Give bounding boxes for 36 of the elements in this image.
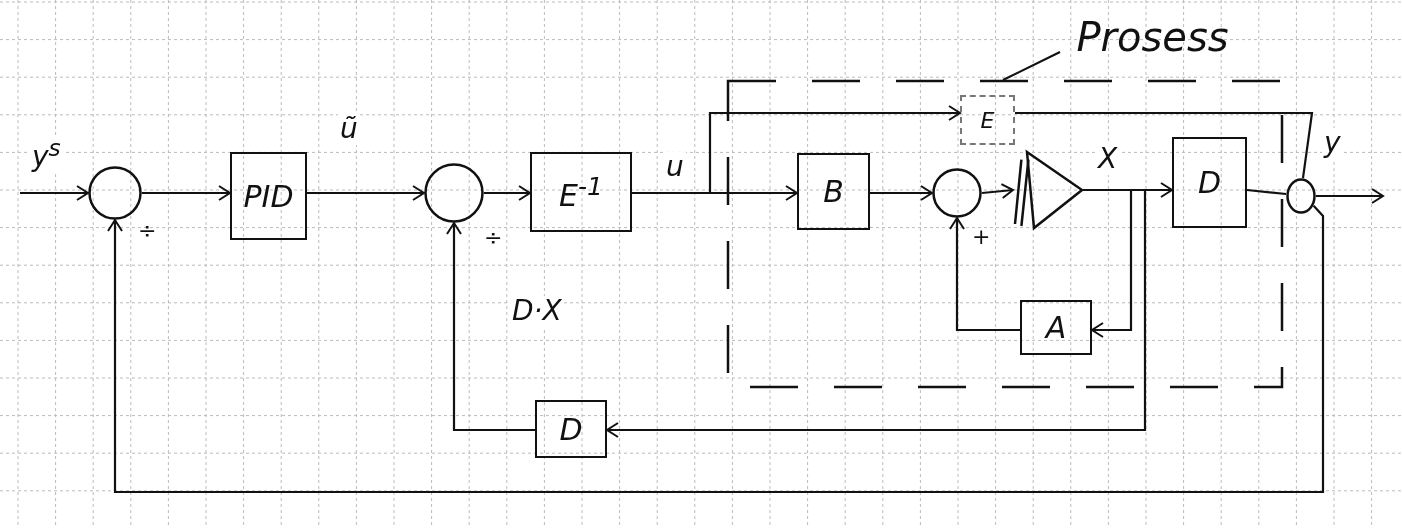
block	[230, 152, 307, 240]
arrow	[1316, 188, 1384, 204]
dashed-block	[960, 95, 1015, 145]
process-label: Prosess	[1076, 14, 1229, 60]
block	[535, 400, 607, 458]
sign-label: ÷	[484, 225, 503, 250]
block-label: B	[823, 174, 844, 209]
arrow	[981, 183, 1014, 200]
block-label: PID	[243, 178, 294, 214]
arrow	[20, 185, 89, 201]
block-label: E	[980, 107, 995, 133]
edge-label: D·X	[510, 296, 564, 327]
block-label: A	[1045, 310, 1067, 345]
block-label: D	[559, 411, 583, 447]
block	[797, 153, 870, 230]
edge-label: y$^{s}$	[30, 136, 63, 174]
arrow	[142, 185, 231, 201]
arrow	[606, 188, 1147, 438]
arrow	[632, 105, 961, 195]
block	[530, 152, 632, 232]
block	[1172, 137, 1247, 228]
block-label: D	[1197, 165, 1222, 200]
sign-label: +	[972, 224, 991, 249]
arrow	[107, 205, 1325, 494]
sign-label: ÷	[138, 218, 157, 243]
block	[1020, 300, 1092, 355]
edge-label: y	[1322, 128, 1343, 159]
arrow	[484, 185, 531, 201]
edge-label: ũ	[338, 114, 360, 145]
arrow	[949, 217, 1020, 332]
arrow	[446, 222, 535, 432]
leader-line	[1002, 51, 1061, 81]
block-label: E$^{-1}$	[559, 171, 603, 213]
edge-label: X	[1096, 144, 1120, 175]
arrow	[870, 185, 933, 201]
arrow	[307, 185, 425, 201]
